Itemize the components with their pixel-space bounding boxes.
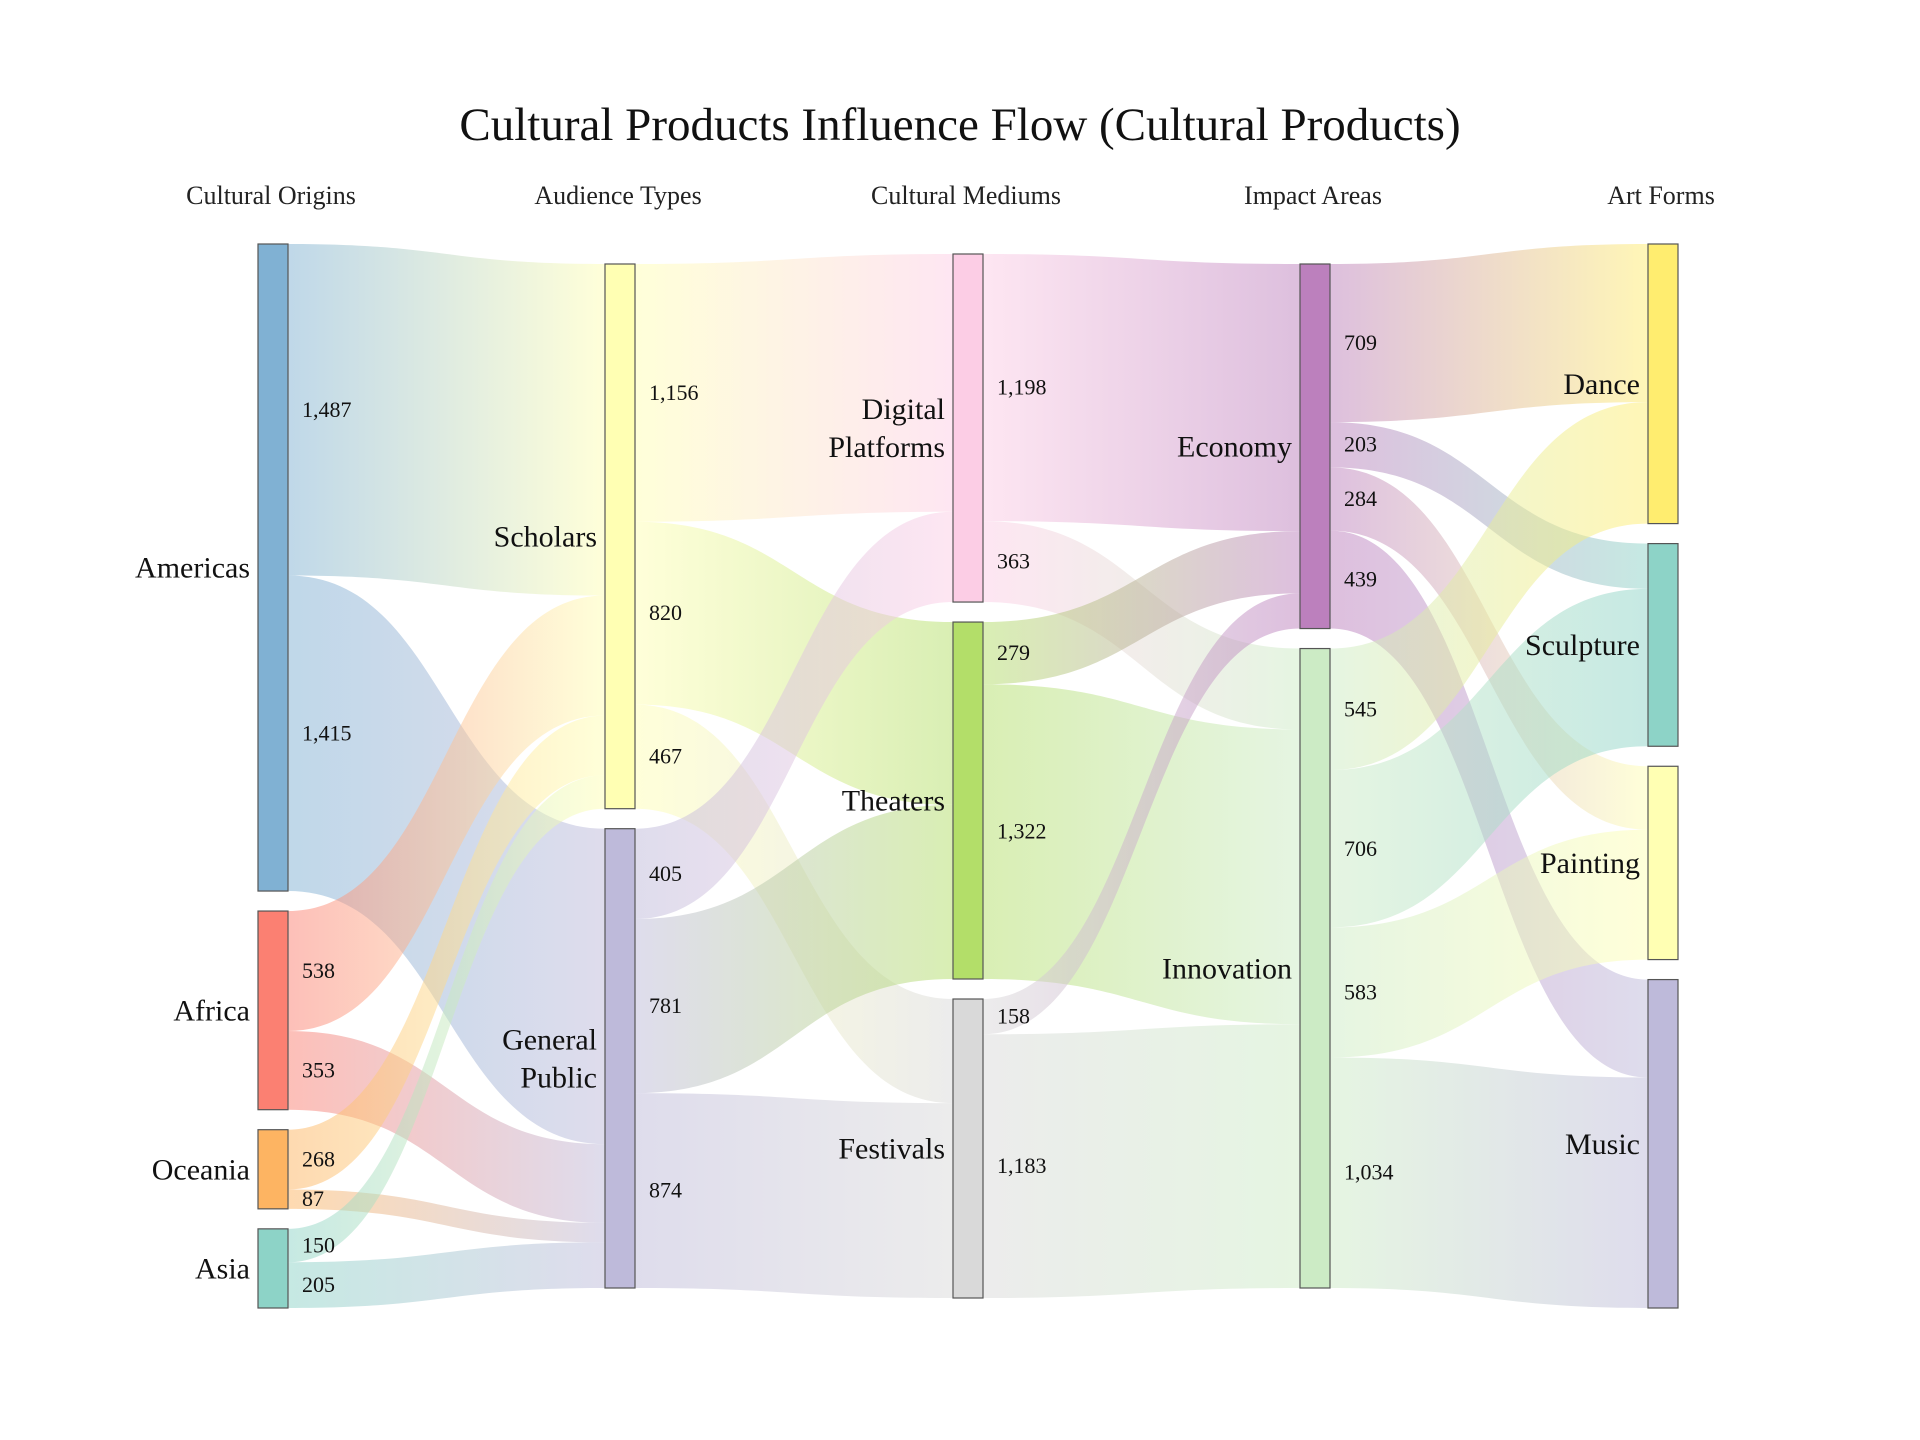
node-music[interactable] [1647, 978, 1679, 1309]
node-label-oceania: Oceania [152, 1153, 250, 1186]
link-digital-to-economy[interactable] [983, 254, 1300, 532]
link-africa-to-scholars[interactable] [288, 595, 605, 1031]
flow-value-oceania-to-scholars: 268 [302, 1147, 335, 1172]
node-theaters[interactable] [952, 621, 984, 980]
link-asia-to-public[interactable] [288, 1242, 605, 1308]
flow-value-africa-to-public: 353 [302, 1057, 335, 1082]
flow-value-scholars-to-digital: 1,156 [649, 380, 699, 405]
node-digital[interactable] [952, 253, 984, 603]
flow-value-americas-to-scholars: 1,487 [302, 397, 352, 422]
node-label-festivals: Festivals [838, 1133, 945, 1166]
column-header-impact-areas: Impact Areas [1244, 181, 1382, 210]
link-innovation-to-dance[interactable] [1330, 402, 1648, 771]
flow-labels: 1,487 1,415 538 353 268 87 150 205 1,156 820 467 40… [302, 330, 1394, 1297]
flow-value-americas-to-public: 1,415 [302, 720, 352, 745]
flow-links [288, 244, 1648, 1308]
flow-value-festivals-to-innovation: 1,183 [997, 1153, 1047, 1178]
link-asia-to-scholars[interactable] [288, 775, 605, 1263]
nodes [257, 243, 1679, 1309]
flow-value-theaters-to-economy: 279 [997, 640, 1030, 665]
flow-value-public-to-festivals: 874 [649, 1178, 682, 1203]
node-label-music: Music [1565, 1128, 1640, 1161]
column-header-art-forms: Art Forms [1607, 181, 1715, 210]
link-oceania-to-scholars[interactable] [288, 715, 605, 1190]
flow-value-innovation-to-dance: 545 [1344, 696, 1377, 721]
node-scholars[interactable] [604, 263, 636, 810]
link-scholars-to-theaters[interactable] [635, 521, 953, 805]
column-header-audience-types: Audience Types [534, 181, 701, 210]
flow-value-economy-to-sculpture: 203 [1344, 432, 1377, 457]
flow-value-asia-to-scholars: 150 [302, 1233, 335, 1258]
node-label-innovation: Innovation [1162, 952, 1292, 985]
node-label-dance: Dance [1563, 368, 1640, 401]
link-theaters-to-innovation[interactable] [983, 684, 1300, 1025]
node-economy[interactable] [1299, 263, 1331, 630]
node-label-economy: Economy [1177, 430, 1292, 463]
flow-value-public-to-theaters: 781 [649, 993, 682, 1018]
node-label-africa: Africa [173, 994, 250, 1027]
node-americas[interactable] [257, 243, 289, 892]
flow-value-scholars-to-theaters: 820 [649, 600, 682, 625]
flow-value-africa-to-scholars: 538 [302, 958, 335, 983]
flow-value-festivals-to-economy: 158 [997, 1004, 1030, 1029]
link-public-to-theaters[interactable] [635, 804, 953, 1094]
flow-value-asia-to-public: 205 [302, 1272, 335, 1297]
node-label-theaters: Theaters [842, 785, 945, 818]
flow-value-economy-to-dance: 709 [1344, 330, 1377, 355]
link-innovation-to-painting[interactable] [1330, 829, 1648, 1058]
flow-value-innovation-to-painting: 583 [1344, 979, 1377, 1004]
column-header-cultural-mediums: Cultural Mediums [871, 181, 1061, 210]
chart-title: Cultural Products Influence Flow (Cultur… [459, 99, 1460, 151]
node-label-painting: Painting [1540, 847, 1640, 880]
flow-value-digital-to-economy: 1,198 [997, 375, 1047, 400]
node-public[interactable] [604, 828, 636, 1289]
link-innovation-to-music[interactable] [1330, 1057, 1648, 1308]
node-label-scholars: Scholars [494, 520, 597, 553]
flow-value-innovation-to-music: 1,034 [1344, 1160, 1394, 1185]
link-scholars-to-digital[interactable] [635, 254, 953, 522]
flow-value-scholars-to-festivals: 467 [649, 744, 682, 769]
link-innovation-to-sculpture[interactable] [1330, 588, 1648, 928]
flow-value-public-to-digital: 405 [649, 861, 682, 886]
link-economy-to-dance[interactable] [1330, 244, 1648, 423]
node-dance[interactable] [1647, 243, 1679, 525]
link-festivals-to-economy[interactable] [983, 593, 1300, 1035]
node-label-asia: Asia [195, 1252, 250, 1285]
flow-value-theaters-to-innovation: 1,322 [997, 819, 1047, 844]
column-header-cultural-origins: Cultural Origins [186, 181, 356, 210]
node-africa[interactable] [257, 910, 289, 1111]
flow-value-economy-to-music: 439 [1344, 567, 1377, 592]
flow-value-digital-to-innovation: 363 [997, 549, 1030, 574]
link-public-to-digital[interactable] [635, 511, 953, 919]
column-headers: Cultural Origins Audience Types Cultural M… [186, 181, 1715, 210]
node-oceania[interactable] [257, 1129, 289, 1210]
node-label-sculpture: Sculpture [1525, 629, 1640, 662]
node-innovation[interactable] [1299, 647, 1331, 1289]
link-africa-to-public[interactable] [288, 1030, 605, 1223]
link-theaters-to-economy[interactable] [983, 531, 1300, 685]
node-label-americas: Americas [135, 552, 250, 585]
node-painting[interactable] [1647, 765, 1679, 961]
flow-value-economy-to-painting: 284 [1344, 486, 1377, 511]
node-festivals[interactable] [952, 998, 984, 1299]
node-asia[interactable] [257, 1228, 289, 1309]
node-sculpture[interactable] [1647, 542, 1679, 747]
link-americas-to-scholars[interactable] [288, 244, 605, 596]
flow-value-oceania-to-public: 87 [302, 1186, 324, 1211]
flow-value-innovation-to-sculpture: 706 [1344, 836, 1377, 861]
link-public-to-festivals[interactable] [635, 1093, 953, 1298]
link-festivals-to-innovation[interactable] [983, 1024, 1300, 1298]
